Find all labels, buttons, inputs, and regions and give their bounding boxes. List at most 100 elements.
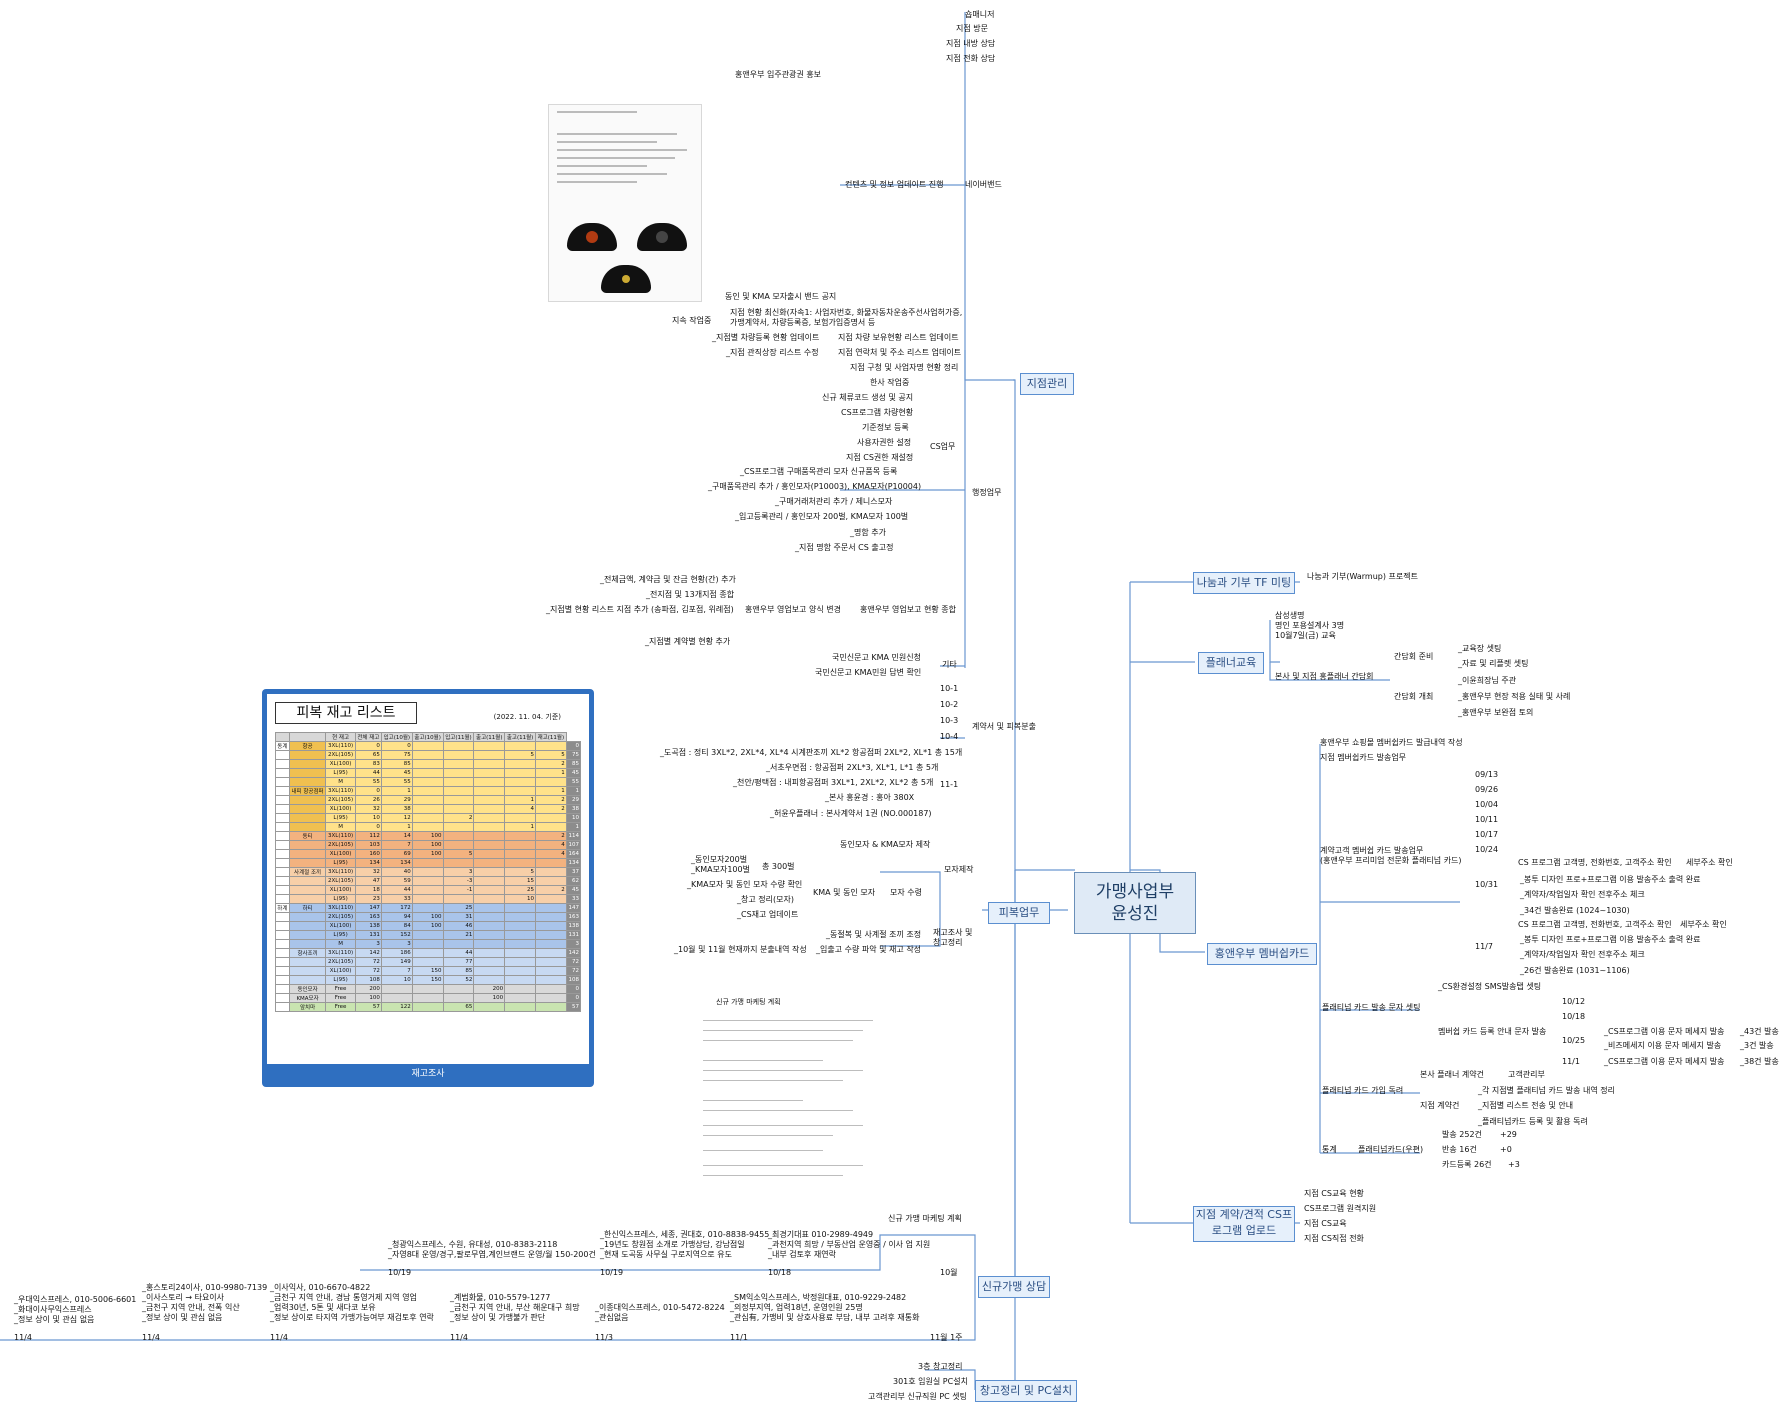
node-sb2[interactable]: _3건 발송 bbox=[1740, 1041, 1774, 1050]
node-sc[interactable]: _CS프로그램 이용 문자 메세지 발송 bbox=[1604, 1057, 1725, 1066]
node-n114h[interactable]: _정보 상이 및 관심 없음 bbox=[142, 1313, 223, 1322]
node-pl11[interactable]: _홍앤우부 보완점 토의 bbox=[1458, 708, 1534, 717]
node-visit[interactable]: 지점 방문 bbox=[956, 24, 988, 33]
node-d1024[interactable]: 10/24 bbox=[1475, 845, 1499, 854]
node-m2[interactable]: 지점 멤버쉽카드 발송업무 bbox=[1320, 753, 1407, 762]
node-stat7[interactable]: +3 bbox=[1508, 1160, 1520, 1169]
node-stock[interactable]: _입고등록관리 / 홍인모자 200벌, KMA모자 100벌 bbox=[735, 512, 909, 521]
branch-sinkyu[interactable]: 신규가맹 상담 bbox=[978, 1276, 1050, 1298]
node-stat6[interactable]: 카드등록 26건 bbox=[1442, 1160, 1492, 1169]
node-kma2[interactable]: 국민신문고 KMA민원 답변 확인 bbox=[815, 668, 922, 677]
node-zone[interactable]: 지점 구청 및 사업자명 현황 정리 bbox=[850, 363, 959, 372]
node-sms2[interactable]: 플래티넘 카드 발송 문자 셋팅 bbox=[1322, 1003, 1421, 1012]
node-week1[interactable]: 11월 1주 bbox=[930, 1333, 963, 1342]
node-deal2[interactable]: _전지점 및 13개지점 종합 bbox=[646, 590, 735, 599]
node-s1012[interactable]: 10/12 bbox=[1562, 997, 1586, 1006]
node-buy2[interactable]: _구매거래처관리 추가 / 제니스모자 bbox=[775, 497, 893, 506]
node-branch-cs[interactable]: _지점 명함 주문서 CS 출고정 bbox=[795, 543, 894, 552]
node-cs3[interactable]: 지점 CS교육 bbox=[1304, 1219, 1347, 1228]
node-new-code[interactable]: 신규 체류코드 생성 및 공지 bbox=[822, 393, 914, 402]
node-pl9[interactable]: 간담회 개최 bbox=[1394, 692, 1434, 701]
node-d1019f[interactable]: _현재 도곡동 사무실 구로지역으로 유도 bbox=[600, 1250, 732, 1259]
node-stat5[interactable]: +0 bbox=[1500, 1145, 1512, 1154]
node-n111a[interactable]: _SM익소익스프레스, 박정원대표, 010-9229-2482 bbox=[730, 1293, 907, 1302]
node-k11[interactable]: 11-1 bbox=[940, 780, 959, 789]
node-office-detail1[interactable]: 지점 현황 최신화(자속1: 사업자번호, 화물자동차운송주선사업허가증, bbox=[730, 308, 963, 317]
node-n113b[interactable]: _관심없음 bbox=[595, 1313, 629, 1322]
node-pl4[interactable]: 본사 및 지점 홍플래너 간담회 bbox=[1275, 672, 1374, 681]
node-cs-new[interactable]: _CS프로그램 구매품목관리 모자 신규품목 등록 bbox=[740, 467, 898, 476]
node-cs4[interactable]: 지점 CS직접 전화 bbox=[1304, 1234, 1364, 1243]
node-admin[interactable]: 행정업무 bbox=[972, 488, 1002, 497]
node-d1031[interactable]: 10/31 bbox=[1475, 880, 1499, 889]
node-t5[interactable]: _허윤우플래너 : 본사계약서 1권 (NO.000187) bbox=[770, 809, 932, 818]
node-close-update[interactable]: 지점 연락처 및 주소 리스트 업데이트 bbox=[838, 348, 962, 357]
node-p1[interactable]: 플래티넘 카드 가입 독려 bbox=[1322, 1086, 1404, 1095]
node-c117b[interactable]: 세부주소 확인 bbox=[1680, 920, 1727, 929]
node-c31a[interactable]: CS 프로그램 고객명, 전화번호, 고객주소 확인 bbox=[1518, 858, 1672, 867]
node-pl5[interactable]: 간담회 준비 bbox=[1394, 652, 1434, 661]
branch-pibok[interactable]: 피복업무 bbox=[988, 902, 1050, 924]
branch-cs[interactable]: 지점 계약/견적 CS프로그램 업로드 bbox=[1193, 1206, 1295, 1242]
node-kma1[interactable]: 국민신문고 KMA 민원신청 bbox=[832, 653, 921, 662]
node-c117d[interactable]: _계약자/작업일자 확인 전후주소 체크 bbox=[1520, 950, 1645, 959]
node-hat2[interactable]: _동인모자200벌 bbox=[691, 855, 748, 864]
node-inner[interactable]: 지점 내방 상담 bbox=[946, 39, 996, 48]
node-c31c[interactable]: _봉투 디자인 프로+프로그램 이용 발송주소 출력 완료 bbox=[1520, 875, 1701, 884]
branch-planner[interactable]: 플래너교육 bbox=[1198, 652, 1264, 674]
node-sa2[interactable]: _43건 발송 bbox=[1740, 1027, 1779, 1036]
node-n114n[interactable]: 11/4 bbox=[270, 1333, 288, 1342]
node-sa[interactable]: _CS프로그램 이용 문자 메세지 발송 bbox=[1604, 1027, 1725, 1036]
node-n114k[interactable]: _금천구 지역 안내, 경남 통영거제 지역 영업 bbox=[270, 1293, 417, 1302]
node-n114a[interactable]: _우대익스프레스, 010-5006-6601 bbox=[14, 1295, 137, 1304]
node-contents[interactable]: 컨텐츠 및 정보 업데이트 진행 bbox=[845, 180, 944, 189]
node-p5[interactable]: 지점 계약건 bbox=[1420, 1101, 1460, 1110]
node-d1017[interactable]: 10/17 bbox=[1475, 830, 1499, 839]
branch-nanum[interactable]: 나눔과 기부 TF 미팅 bbox=[1193, 572, 1295, 594]
node-naver[interactable]: 네이버밴드 bbox=[965, 180, 1002, 189]
node-d1019b[interactable]: _자영8대 운영/경구,팔로무엽,계인브랜드 운영/월 150-200건 bbox=[388, 1250, 596, 1259]
node-s1018[interactable]: 10/18 bbox=[1562, 1012, 1586, 1021]
node-p3[interactable]: 고객관리부 bbox=[1508, 1070, 1545, 1079]
node-c31e[interactable]: _34건 발송완료 (1024~1030) bbox=[1520, 906, 1630, 915]
node-s1025[interactable]: 10/25 bbox=[1562, 1036, 1586, 1045]
node-c117a[interactable]: CS 프로그램 고객명, 전화번호, 고객주소 확인 bbox=[1518, 920, 1672, 929]
node-hat-count[interactable]: KMA 및 동인 모자 bbox=[813, 888, 876, 897]
node-plan-title[interactable]: 신규 가맹 마케팅 계획 bbox=[888, 1214, 962, 1223]
node-hat-notice[interactable]: 동인 및 KMA 모자출시 밴드 공지 bbox=[725, 292, 837, 301]
node-n114l[interactable]: _업력30년, 5톤 및 새다코 보유 bbox=[270, 1303, 376, 1312]
node-survey2[interactable]: _입출고 수량 파악 및 재고 작성 bbox=[816, 945, 922, 954]
node-c3[interactable]: 10-3 bbox=[940, 716, 959, 725]
node-n111d[interactable]: 11/1 bbox=[730, 1333, 748, 1342]
node-extra[interactable]: 한사 작업중 bbox=[870, 378, 910, 387]
node-n114i[interactable]: 11/4 bbox=[142, 1333, 160, 1342]
branch-jijum[interactable]: 지점관리 bbox=[1020, 373, 1074, 395]
node-d913[interactable]: 09/13 bbox=[1475, 770, 1499, 779]
node-survey3[interactable]: _10월 및 11월 현재까지 분출내역 작성 bbox=[674, 945, 807, 954]
node-pl1[interactable]: 삼성생명 bbox=[1275, 611, 1305, 620]
node-cs-reset[interactable]: 지점 CS권한 재설정 bbox=[846, 453, 914, 462]
node-hat-make[interactable]: 모자제작 bbox=[944, 865, 974, 874]
node-deal3[interactable]: _지점별 현황 리스트 지점 추가 (송파점, 김포점, 위례점) bbox=[546, 605, 734, 614]
node-n111c[interactable]: _관심有, 가맹비 및 상호사용료 부담, 내부 고려후 재통화 bbox=[730, 1313, 920, 1322]
node-n114m[interactable]: _정보 상이로 타지역 가맹가능여부 재검토후 연락 bbox=[270, 1313, 434, 1322]
node-d1019e[interactable]: _19년도 창원점 소개로 가맹상담, 강남점일 bbox=[600, 1240, 745, 1249]
node-stat3[interactable]: +29 bbox=[1500, 1130, 1517, 1139]
node-pl6[interactable]: _교육장 셋팅 bbox=[1458, 644, 1502, 653]
node-contract[interactable]: 계약서 및 피복분출 bbox=[972, 722, 1036, 731]
node-p7[interactable]: _플래티넘카드 등록 및 활용 독려 bbox=[1478, 1117, 1588, 1126]
node-n111b[interactable]: _의정부지역, 업력18년, 운영인원 25명 bbox=[730, 1303, 863, 1312]
node-pl10[interactable]: _홍앤우부 현장 적용 실태 및 사례 bbox=[1458, 692, 1571, 701]
node-c4[interactable]: 10-4 bbox=[940, 732, 959, 741]
node-d1018c[interactable]: _내부 검토후 재연락 bbox=[768, 1250, 836, 1259]
node-d1019g[interactable]: 10/19 bbox=[600, 1268, 624, 1277]
node-store3[interactable]: 고객관리부 신규직원 PC 셋팅 bbox=[868, 1392, 967, 1401]
node-t3[interactable]: _천안/평택점 : 내피항공점퍼 3XL*1, 2XL*2, XL*2 총 5개 bbox=[733, 778, 934, 787]
node-hat-total[interactable]: 총 300벌 bbox=[762, 862, 795, 871]
node-n114p[interactable]: _금천구 지역 안내, 부산 해운대구 희망 bbox=[450, 1303, 580, 1312]
node-survey-head[interactable]: 재고조사 및 창고정리 bbox=[933, 928, 973, 947]
node-c31d[interactable]: _계약자/작업일자 확인 전후주소 체크 bbox=[1520, 890, 1645, 899]
node-hat-store[interactable]: _창고 정리(모자) bbox=[737, 895, 794, 904]
node-sb[interactable]: _비즈메세지 이용 문자 메세지 발송 bbox=[1604, 1041, 1722, 1050]
node-stat1[interactable]: 플래티넘카드(우편) bbox=[1358, 1145, 1424, 1154]
